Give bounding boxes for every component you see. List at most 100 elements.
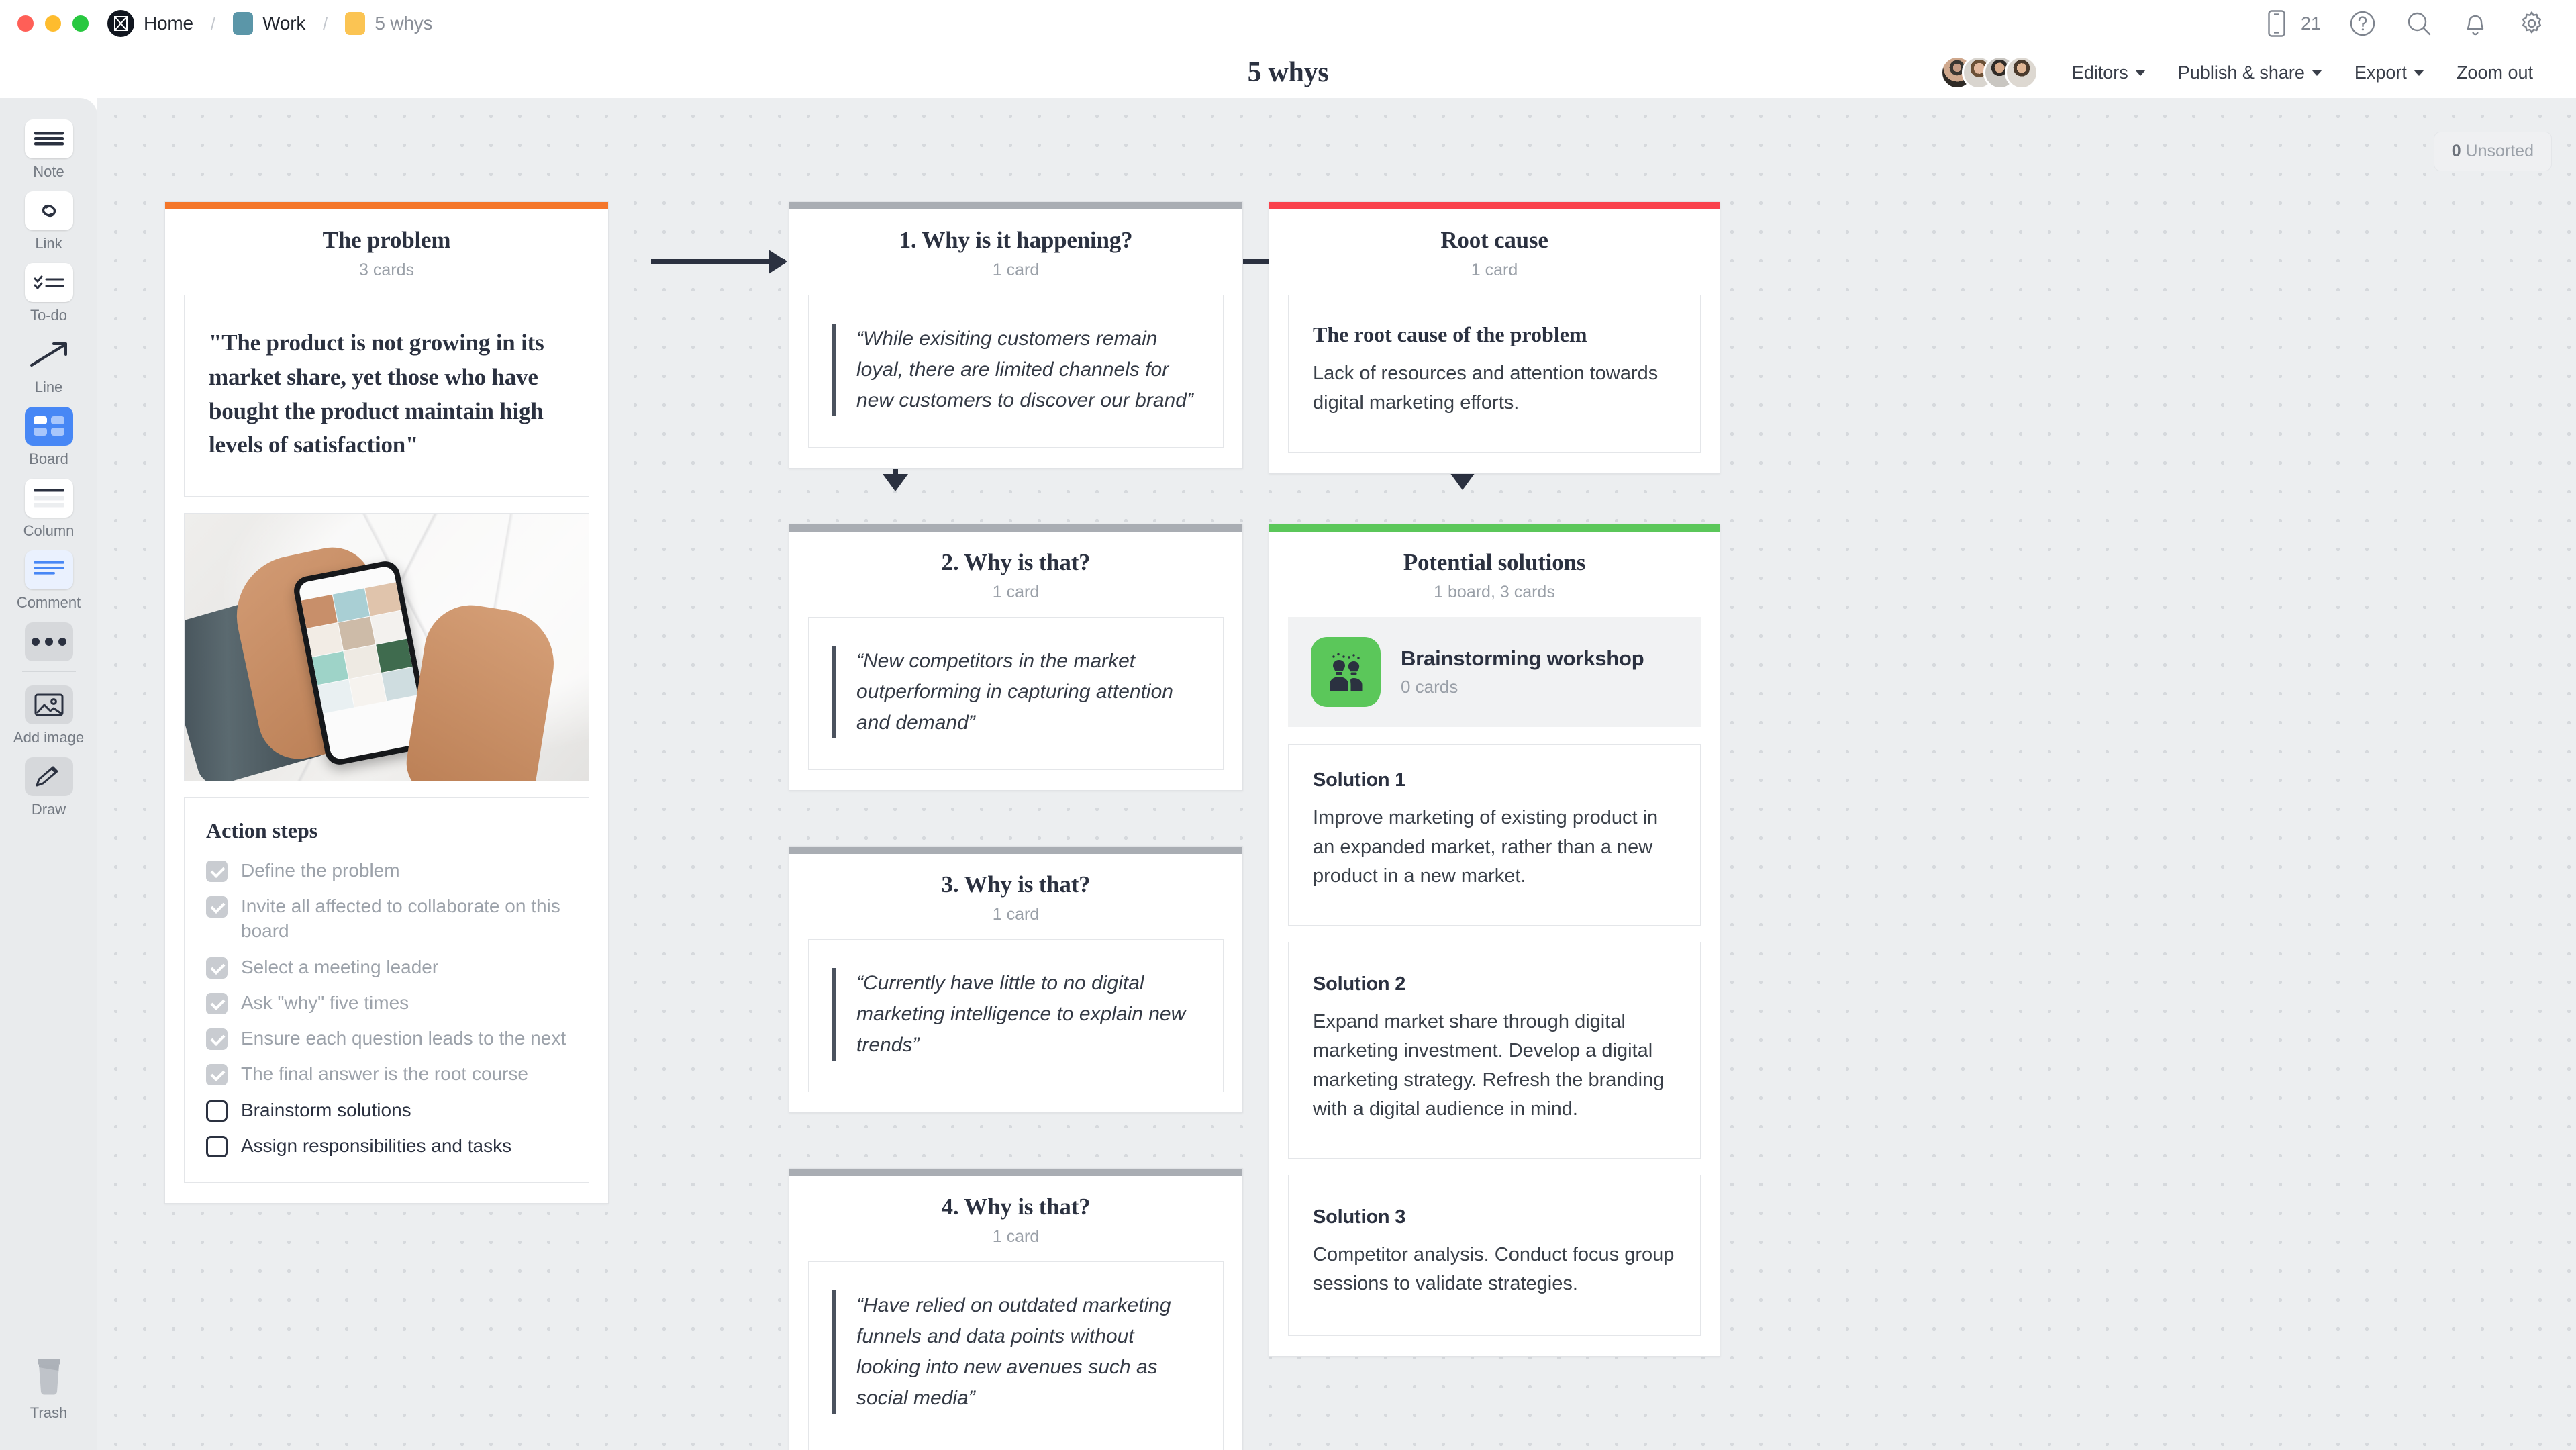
mobile-icon[interactable] [2262, 9, 2291, 38]
comment-icon [24, 550, 73, 589]
card-why-answer[interactable]: “New competitors in the market outperfor… [808, 617, 1224, 770]
sidebar-item-add-image[interactable]: Add image [0, 685, 97, 746]
nested-board-info: Brainstorming workshop 0 cards [1401, 646, 1644, 697]
sidebar-item-board[interactable]: Board [0, 407, 97, 468]
gear-icon[interactable] [2517, 9, 2546, 38]
sidebar-item-note[interactable]: Note [0, 119, 97, 181]
checkbox-icon[interactable] [206, 957, 228, 979]
bell-icon[interactable] [2461, 9, 2490, 38]
trash-area[interactable]: Trash [0, 1356, 97, 1422]
card-text: “While exisiting customers remain loyal,… [856, 328, 1193, 412]
sidebar-item-column[interactable]: Column [0, 479, 97, 540]
add-image-icon [24, 685, 73, 724]
card-solution-3[interactable]: Solution 3 Competitor analysis. Conduct … [1288, 1174, 1701, 1336]
checkbox-icon[interactable] [206, 1100, 228, 1122]
search-icon[interactable] [2404, 9, 2434, 38]
breadcrumb-item-work[interactable]: Work [262, 13, 306, 34]
board-canvas[interactable]: 0 Unsorted The problem 3 cards "The prod… [97, 98, 2576, 1450]
column-accent-bar [165, 202, 608, 209]
column-body: The root cause of the problem Lack of re… [1269, 295, 1720, 473]
editor-avatars[interactable] [1940, 56, 2038, 89]
connector-problem-to-why1 [651, 250, 787, 274]
column-why-1[interactable]: 1. Why is it happening? 1 card “While ex… [789, 201, 1243, 469]
sidebar-item-more[interactable] [0, 622, 97, 661]
breadcrumb-item-5whys[interactable]: 5 whys [375, 13, 433, 34]
checklist-item[interactable]: Ask "why" five times [206, 990, 567, 1015]
sidebar-label-note: Note [33, 163, 64, 180]
sidebar-item-link[interactable]: Link [0, 191, 97, 252]
checklist-item[interactable]: Select a meeting leader [206, 955, 567, 979]
export-menu[interactable]: Export [2338, 62, 2440, 83]
column-title: Potential solutions [1403, 549, 1586, 575]
card-title: Solution 2 [1313, 973, 1406, 995]
column-header: Potential solutions 1 board, 3 cards [1269, 532, 1720, 617]
checklist-item[interactable]: The final answer is the root course [206, 1061, 567, 1086]
close-window-button[interactable] [17, 15, 34, 32]
column-why-4[interactable]: 4. Why is that? 1 card “Have relied on o… [789, 1168, 1243, 1450]
checklist-label: Define the problem [241, 860, 400, 881]
column-accent-bar [789, 202, 1242, 209]
app-logo-icon[interactable] [107, 10, 134, 37]
action-steps-title: Action steps [206, 818, 318, 842]
card-root-cause[interactable]: The root cause of the problem Lack of re… [1288, 295, 1701, 453]
export-label: Export [2354, 62, 2407, 83]
sidebar-divider [21, 671, 76, 672]
column-why-2[interactable]: 2. Why is that? 1 card “New competitors … [789, 524, 1243, 791]
checkbox-icon[interactable] [206, 1135, 228, 1157]
editors-menu[interactable]: Editors [2056, 62, 2162, 83]
breadcrumb-tile-work[interactable] [233, 12, 254, 35]
column-why-3[interactable]: 3. Why is that? 1 card “Currently have l… [789, 846, 1243, 1113]
unsorted-badge[interactable]: 0 Unsorted [2433, 132, 2552, 171]
column-potential-solutions[interactable]: Potential solutions 1 board, 3 cards [1269, 524, 1720, 1357]
column-root-cause[interactable]: Root cause 1 card The root cause of the … [1269, 201, 1720, 474]
maximize-window-button[interactable] [72, 15, 89, 32]
checklist-item[interactable]: Invite all affected to collaborate on th… [206, 893, 567, 943]
column-header: Root cause 1 card [1269, 209, 1720, 295]
checklist-item[interactable]: Define the problem [206, 858, 567, 883]
checkbox-icon[interactable] [206, 1064, 228, 1086]
sidebar-label-add-image: Add image [13, 729, 85, 746]
nested-board-brainstorming-workshop[interactable]: Brainstorming workshop 0 cards [1288, 617, 1701, 727]
sidebar-item-comment[interactable]: Comment [0, 550, 97, 612]
column-subtitle: 1 card [992, 260, 1040, 279]
publish-share-menu[interactable]: Publish & share [2162, 62, 2338, 83]
mobile-count: 21 [2300, 13, 2321, 34]
breadcrumb-tile-5whys[interactable] [345, 12, 366, 35]
card-solution-2[interactable]: Solution 2 Expand market share through d… [1288, 941, 1701, 1159]
breadcrumb-item-home[interactable]: Home [144, 13, 193, 34]
card-problem-statement[interactable]: "The product is not growing in its marke… [184, 295, 589, 497]
column-title: 1. Why is it happening? [899, 227, 1133, 253]
trash-label: Trash [30, 1404, 68, 1421]
minimize-window-button[interactable] [45, 15, 61, 32]
checkbox-icon[interactable] [206, 861, 228, 882]
card-action-steps[interactable]: Action steps Define the problem Invite a… [184, 798, 589, 1183]
draw-pencil-icon [24, 757, 73, 796]
checklist-item[interactable]: Assign responsibilities and tasks [206, 1133, 567, 1158]
sidebar-item-todo[interactable]: To-do [0, 263, 97, 324]
quote-block: “Have relied on outdated marketing funne… [832, 1290, 1200, 1414]
zoom-out-button[interactable]: Zoom out [2440, 62, 2549, 83]
editors-menu-label: Editors [2071, 62, 2128, 83]
checkbox-icon[interactable] [206, 992, 228, 1014]
card-text: Expand market share through digital mark… [1313, 1010, 1665, 1120]
checklist-item[interactable]: Brainstorm solutions [206, 1098, 567, 1122]
column-icon [24, 479, 73, 518]
checkbox-icon[interactable] [206, 1028, 228, 1051]
checklist-item[interactable]: Ensure each question leads to the next [206, 1026, 567, 1051]
column-the-problem[interactable]: The problem 3 cards "The product is not … [164, 201, 609, 1204]
card-solution-1[interactable]: Solution 1 Improve marketing of existing… [1288, 744, 1701, 926]
card-why-answer[interactable]: “While exisiting customers remain loyal,… [808, 295, 1224, 448]
avatar[interactable] [2004, 56, 2038, 89]
sidebar-item-line[interactable]: Line [0, 335, 97, 396]
page-title: 5 whys [1247, 57, 1329, 88]
help-icon[interactable] [2348, 9, 2377, 38]
column-title: The problem [322, 227, 451, 253]
card-image[interactable] [184, 513, 589, 781]
sidebar-item-draw[interactable]: Draw [0, 757, 97, 818]
card-why-answer[interactable]: “Currently have little to no digital mar… [808, 939, 1224, 1092]
checkbox-icon[interactable] [206, 896, 228, 918]
card-why-answer[interactable]: “Have relied on outdated marketing funne… [808, 1261, 1224, 1450]
sidebar-label-line: Line [34, 379, 63, 395]
quote-block: “New competitors in the market outperfor… [832, 646, 1200, 738]
column-subtitle: 1 card [1471, 260, 1518, 279]
